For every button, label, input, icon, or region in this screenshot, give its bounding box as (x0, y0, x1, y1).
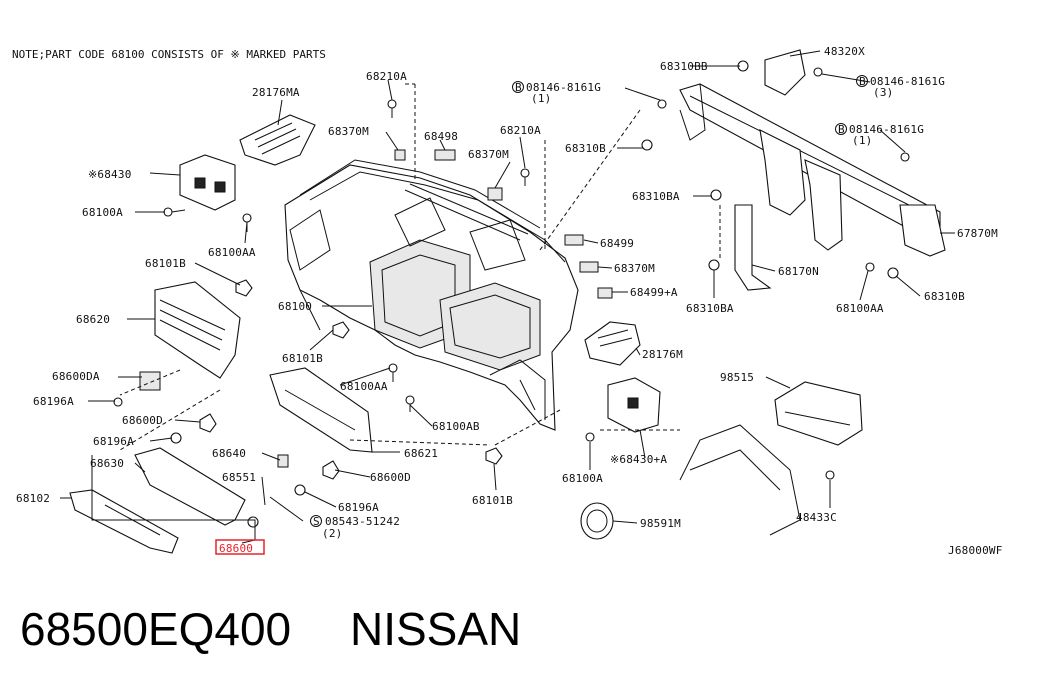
label-68600-highlighted: 68600 (219, 542, 253, 555)
label-08146-8161g: 08146-8161G (870, 75, 945, 88)
label-68100aa: 68100AA (340, 380, 388, 393)
label-68370m: 68370M (614, 262, 655, 275)
label-68370m: 68370M (468, 148, 509, 161)
label-68100a: 68100A (562, 472, 603, 485)
label-68100a: 68100A (82, 206, 123, 219)
label-68600d: 68600D (122, 414, 163, 427)
label-68620: 68620 (76, 313, 110, 326)
svg-text:B: B (515, 81, 522, 94)
label-68102: 68102 (16, 492, 50, 505)
label-68100aa: 68100AA (836, 302, 884, 315)
label-28176ma: 28176MA (252, 86, 300, 99)
label-68640: 68640 (212, 447, 246, 460)
label-68600da: 68600DA (52, 370, 100, 383)
label-68196a: 68196A (338, 501, 379, 514)
vent-28176ma-drawing (239, 114, 316, 166)
label-68498: 68498 (424, 130, 458, 143)
label-68101b: 68101B (282, 352, 323, 365)
label-68430a: ※68430+A (610, 453, 667, 466)
label-08543-qty: (2) (322, 527, 342, 540)
label-68101b: 68101B (145, 257, 186, 270)
airbag-98515-drawing (774, 381, 863, 446)
label-68170n: 68170N (778, 265, 819, 278)
label-48320x: 48320X (824, 45, 865, 58)
svg-text:S: S (313, 515, 320, 528)
label-68100: 68100 (278, 300, 312, 313)
label-68310bb: 68310BB (660, 60, 708, 73)
brand-name: NISSAN (350, 603, 521, 655)
passenger-side-inset-drawing (679, 424, 801, 536)
label-68499a: 68499+A (630, 286, 678, 299)
highlight-box-68600 (215, 539, 265, 555)
label-68551: 68551 (222, 471, 256, 484)
label-98591m: 98591M (640, 517, 681, 530)
label-68210a: 68210A (500, 124, 541, 137)
diagram-note: NOTE;PART CODE 68100 CONSISTS OF ※ MARKE… (12, 48, 326, 61)
vent-28176m-drawing (584, 321, 641, 366)
label-68600d: 68600D (370, 471, 411, 484)
label-08146-qty: (3) (873, 86, 893, 99)
bracket-68430-drawing (179, 154, 236, 211)
label-68310b: 68310B (565, 142, 606, 155)
svg-text:B: B (838, 123, 845, 136)
fasteners (113, 60, 910, 528)
lid-68620-drawing (154, 281, 241, 379)
label-68196a: 68196A (33, 395, 74, 408)
label-68196a: 68196A (93, 435, 134, 448)
label-68499: 68499 (600, 237, 634, 250)
label-68310ba: 68310BA (632, 190, 680, 203)
label-68100aa: 68100AA (208, 246, 256, 259)
label-28176m: 28176M (642, 348, 683, 361)
label-67870m: 67870M (957, 227, 998, 240)
label-68100ab: 68100AB (432, 420, 480, 433)
label-98515: 98515 (720, 371, 754, 384)
label-68310ba: 68310BA (686, 302, 734, 315)
label-08146-qty: (1) (531, 92, 551, 105)
label-68621: 68621 (404, 447, 438, 460)
label-48433c: 48433C (796, 511, 837, 524)
label-68310b: 68310B (924, 290, 965, 303)
label-08146-8161g: 08146-8161G (849, 123, 924, 136)
label-08146-qty: (1) (852, 134, 872, 147)
label-08543-51242: 08543-51242 (325, 515, 400, 528)
part-number: 68500EQ400 (20, 603, 291, 655)
steering-member-drawing (679, 49, 946, 291)
diagram-code: J68000WF (948, 544, 1003, 557)
svg-text:B: B (859, 75, 866, 88)
bracket-68430a-drawing (607, 377, 661, 433)
label-68210a: 68210A (366, 70, 407, 83)
label-68101b: 68101B (472, 494, 513, 507)
leader-lines (60, 50, 955, 544)
label-68630: 68630 (90, 457, 124, 470)
label-08146-8161g: 08146-8161G (526, 81, 601, 94)
circle-markers: B B B S (310, 75, 868, 528)
label-68370m: 68370M (328, 125, 369, 138)
instrument-panel-drawing (284, 159, 579, 431)
part-labels: 68210A 28176MA 68370M 68498 68210A 68370… (16, 45, 998, 555)
disc-98591m-drawing (580, 502, 614, 540)
label-68430: ※68430 (88, 168, 132, 181)
